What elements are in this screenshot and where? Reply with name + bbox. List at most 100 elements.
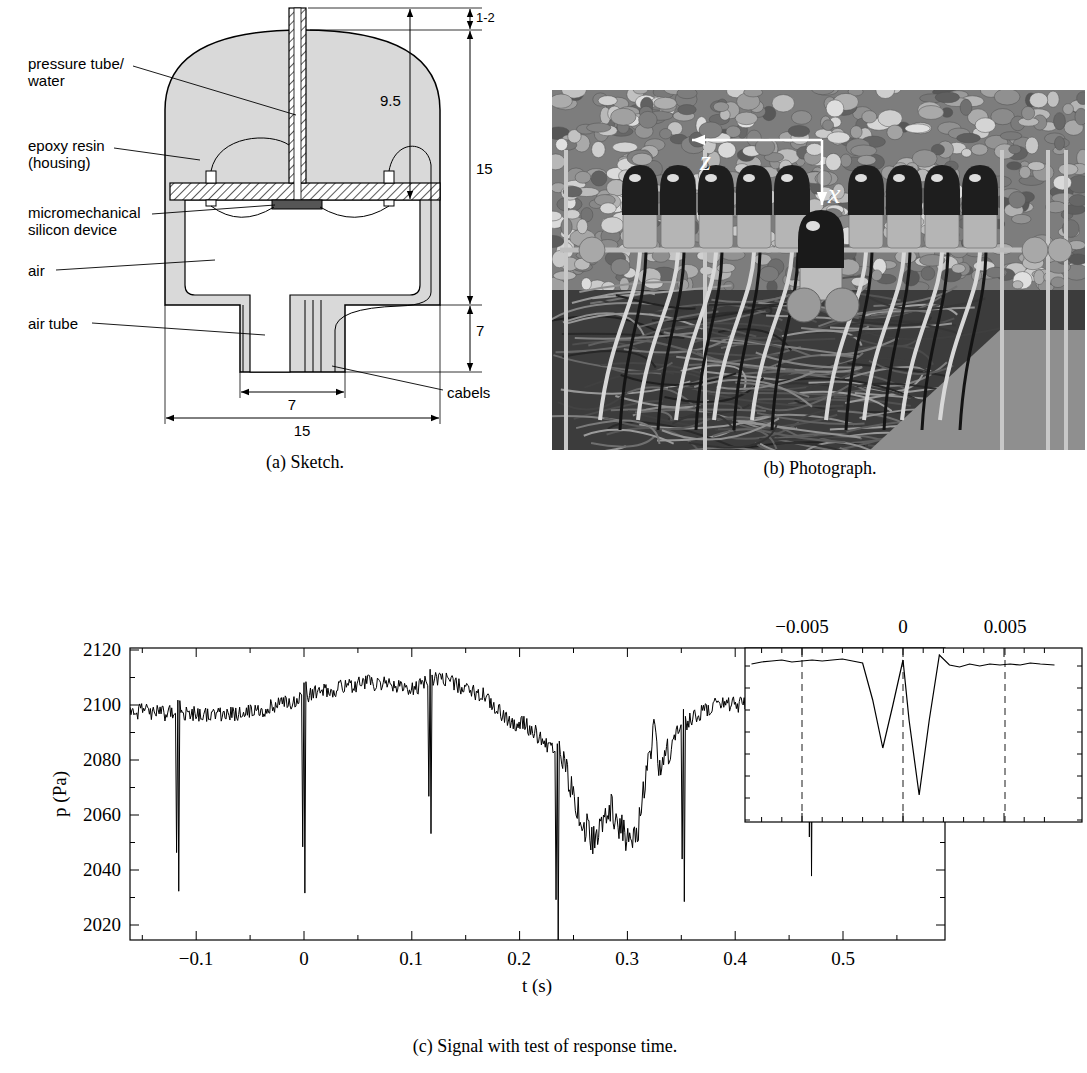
sensor-body <box>887 212 921 248</box>
axis-tick <box>822 817 823 822</box>
label-holder: 2020 <box>83 914 121 936</box>
tick-label: 0.4 <box>723 948 747 970</box>
axis-tick <box>745 666 750 667</box>
axis-tick <box>745 732 750 733</box>
support-rod <box>1064 150 1068 450</box>
axis-tick <box>1004 648 1005 657</box>
highlight <box>629 174 641 182</box>
sensor-body <box>737 212 771 248</box>
extension-line <box>440 305 441 424</box>
plant-strand <box>760 444 888 450</box>
base-board <box>870 330 1085 450</box>
gravel-stone <box>627 150 653 166</box>
axis-tick <box>745 710 750 711</box>
axis-tick <box>130 705 139 706</box>
gravel-stone <box>935 92 959 103</box>
label-holder: z <box>700 145 711 177</box>
gravel-stone <box>811 90 834 95</box>
dimension-arrow <box>470 31 471 304</box>
tick-label: 0.2 <box>507 948 531 970</box>
z-axis-arrow <box>692 139 822 142</box>
axis-tick <box>1044 648 1045 653</box>
axis-tick <box>862 817 863 822</box>
gravel-stone <box>823 120 834 131</box>
gravel-stone <box>827 132 850 144</box>
leader-line <box>152 205 275 214</box>
part-label: pressure tube/ water <box>28 55 143 90</box>
gravel-stone <box>592 141 606 157</box>
highlight <box>806 221 820 231</box>
signal-wire <box>211 138 289 171</box>
gravel-stone <box>1011 214 1031 223</box>
holder-sphere <box>787 288 821 322</box>
axis-tick <box>519 931 520 940</box>
gravel-stone <box>600 203 616 214</box>
axis-tick <box>1077 820 1082 821</box>
axis-tick <box>781 817 782 822</box>
plant-strand <box>635 409 766 412</box>
axis-tick <box>130 870 139 871</box>
axis-tick <box>882 817 883 822</box>
plant-strand <box>676 357 785 369</box>
dashed-marker <box>1005 648 1006 822</box>
inset-frame <box>745 648 1082 822</box>
plant-strand <box>863 317 931 325</box>
sensor-body <box>925 212 959 248</box>
axis-tick <box>250 648 251 653</box>
tube-wall <box>243 305 244 372</box>
gravel-stone <box>1000 132 1022 140</box>
plant-strand <box>677 404 742 410</box>
gravel-stone <box>660 129 672 139</box>
plant-strand <box>579 282 679 292</box>
gravel-stone <box>1054 113 1066 130</box>
axis-tick <box>465 648 466 653</box>
gravel-stone <box>552 211 562 221</box>
gravel-stone <box>1012 281 1023 289</box>
extension-line <box>345 372 482 373</box>
label-holder: 0.5 <box>831 948 855 970</box>
gravel-stone <box>772 95 794 112</box>
contact-pin <box>206 200 216 206</box>
axis-tick <box>940 897 945 898</box>
gravel-stone <box>759 266 779 281</box>
gravel-stone <box>591 171 607 186</box>
axis-tick <box>761 817 762 822</box>
axis-tick <box>573 935 574 940</box>
sensor-head <box>622 165 658 215</box>
contact-pin <box>206 171 216 183</box>
gravel-stone <box>744 90 763 97</box>
gravel-stone <box>1025 137 1038 154</box>
axis-tick <box>130 897 135 898</box>
tick-label: 0.5 <box>831 948 855 970</box>
axis-title: t (s) <box>522 975 552 997</box>
gravel-stone <box>552 235 564 247</box>
gravel-stone <box>862 111 877 123</box>
axis-tick <box>1044 817 1045 822</box>
gravel-stone <box>611 108 636 125</box>
sensor-cable <box>922 248 948 430</box>
axis-tick <box>843 931 844 940</box>
gravel-stone <box>1077 92 1085 105</box>
label-holder: cabels <box>447 384 490 401</box>
extension-line <box>345 372 346 398</box>
gravel-stone <box>1063 104 1074 115</box>
gravel-stone <box>826 100 844 117</box>
gravel-stone <box>791 111 811 125</box>
gravel-stone <box>1053 175 1071 189</box>
sensor-head <box>886 165 922 215</box>
tick-label: 0 <box>898 616 908 638</box>
axis-tick <box>1077 732 1082 733</box>
extension-line <box>310 30 482 31</box>
gravel-stone <box>961 149 971 157</box>
gravel-stone <box>806 143 823 155</box>
axis-tick <box>627 931 628 940</box>
dimension-label: 7 <box>476 322 484 339</box>
axis-tick <box>983 817 984 822</box>
label-holder: epoxy resin (housing) <box>28 137 128 172</box>
axis-tick <box>573 648 574 653</box>
label-holder: 0.005 <box>984 616 1027 638</box>
gravel-stone <box>1051 277 1066 288</box>
cable-line <box>321 300 322 372</box>
label-holder: 2040 <box>83 859 121 881</box>
gravel-stone <box>826 153 842 170</box>
